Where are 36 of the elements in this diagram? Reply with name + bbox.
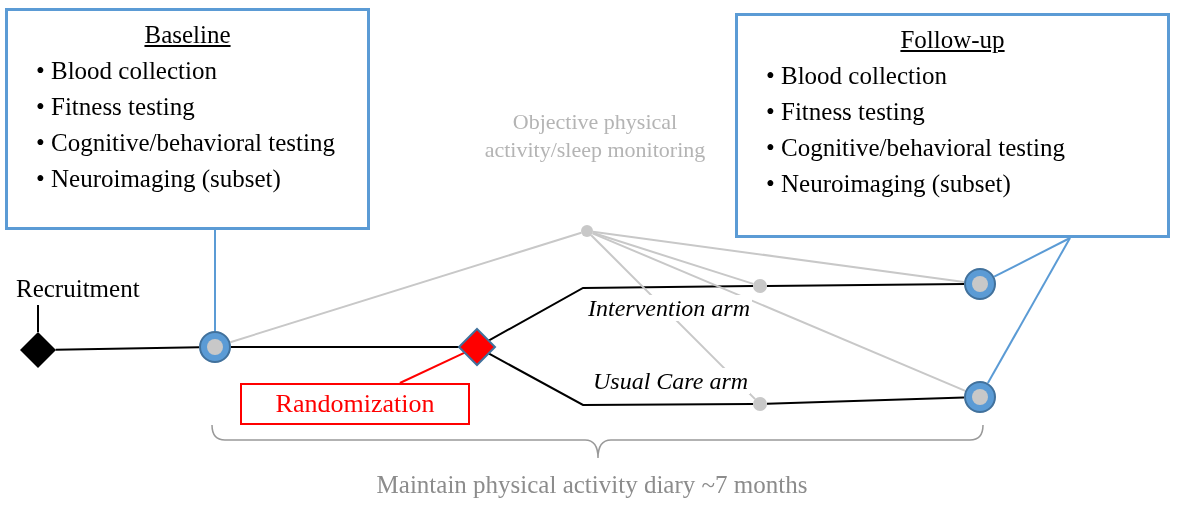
timepoint-circle	[962, 266, 998, 302]
bullet-item: • Blood collection	[36, 56, 217, 86]
note-text: Maintain physical activity diary ~7 months	[375, 470, 809, 500]
monitoring-dot	[751, 277, 769, 295]
bullet-item: • Neuroimaging (subset)	[766, 169, 1011, 200]
edge-label: Intervention arm	[586, 295, 752, 321]
connector-line	[230, 346, 460, 348]
connector-line	[766, 396, 965, 405]
bullet-item: • Cognitive/behavioral testing	[36, 128, 335, 158]
connector-line	[487, 285, 754, 342]
connector-line	[54, 346, 200, 351]
timepoint-circle	[962, 379, 998, 415]
bullet-item: • Cognitive/behavioral testing	[766, 133, 1065, 163]
bullet-item: • Fitness testing	[36, 92, 195, 122]
milestone-label: Recruitment	[16, 274, 140, 304]
timepoint-circle	[197, 329, 233, 365]
callout-box: Randomization	[240, 383, 470, 425]
bullet-item: • Blood collection	[766, 61, 947, 91]
info-panel	[5, 8, 370, 230]
connector-line	[591, 230, 966, 283]
connector-line	[986, 237, 1071, 385]
decision-diamond	[457, 327, 497, 367]
monitoring-dot	[751, 395, 769, 413]
connector-line	[766, 283, 965, 287]
connector-line	[229, 231, 583, 344]
leader-line	[398, 351, 466, 384]
info-panel	[735, 13, 1170, 238]
annotation-text: Objective physical activity/sleep monitoring	[483, 108, 707, 164]
panel-heading: Baseline	[144, 20, 231, 50]
connector-line	[591, 232, 967, 392]
connector-line	[214, 229, 216, 332]
panel-heading: Follow-up	[900, 25, 1005, 55]
bullet-item: • Fitness testing	[766, 97, 925, 127]
bullet-item: • Neuroimaging (subset)	[36, 164, 281, 195]
connector-line	[993, 237, 1071, 278]
connector-line	[487, 352, 754, 406]
